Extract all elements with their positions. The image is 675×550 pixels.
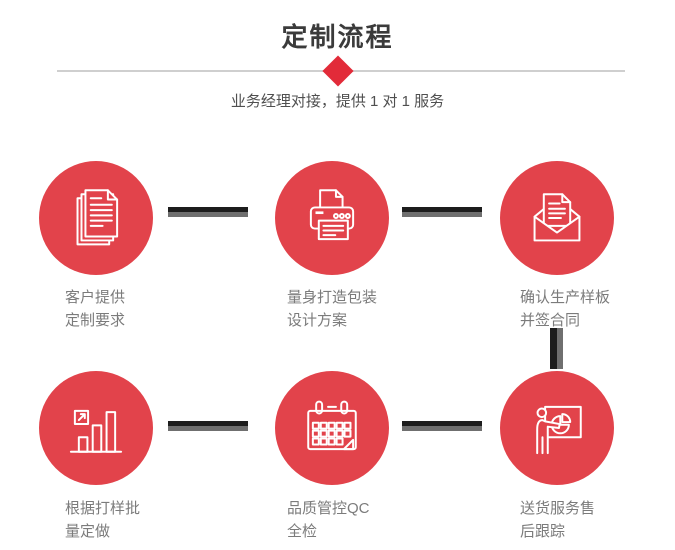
printer-icon: [309, 189, 355, 241]
step-circle-3: [500, 161, 614, 275]
page-title: 定制流程: [281, 22, 394, 52]
connector-step1-step2: [168, 207, 248, 217]
connector-step2-step3: [402, 207, 482, 217]
envelope-letter-icon: [533, 193, 581, 242]
step-label-5: 品质管控QC 全检: [287, 500, 370, 540]
presentation-icon: [536, 405, 582, 455]
growth-bar-chart-icon: [69, 409, 123, 453]
step-label-2: 量身打造包装 设计方案: [287, 289, 378, 329]
connector-step5-step6: [402, 421, 482, 431]
connector-step4-step5: [168, 421, 248, 431]
step-circle-4: [39, 371, 153, 485]
stacked-documents-icon: [76, 189, 119, 246]
connector-step3-step6: [550, 328, 563, 369]
step-circle-1: [39, 161, 153, 275]
subtitle: 业务经理对接，提供 1 对 1 服务: [230, 93, 445, 110]
step-circle-2: [275, 161, 389, 275]
calendar-icon: [307, 400, 357, 451]
step-circle-5: [275, 371, 389, 485]
step-label-4: 根据打样批 量定做: [65, 500, 141, 540]
step-label-1: 客户提供 定制要求: [65, 289, 126, 329]
step-circle-6: [500, 371, 614, 485]
diamond-icon: [322, 55, 354, 87]
step-label-3: 确认生产样板 并签合同: [520, 289, 611, 329]
step-label-6: 送货服务售 后跟踪: [520, 500, 596, 540]
